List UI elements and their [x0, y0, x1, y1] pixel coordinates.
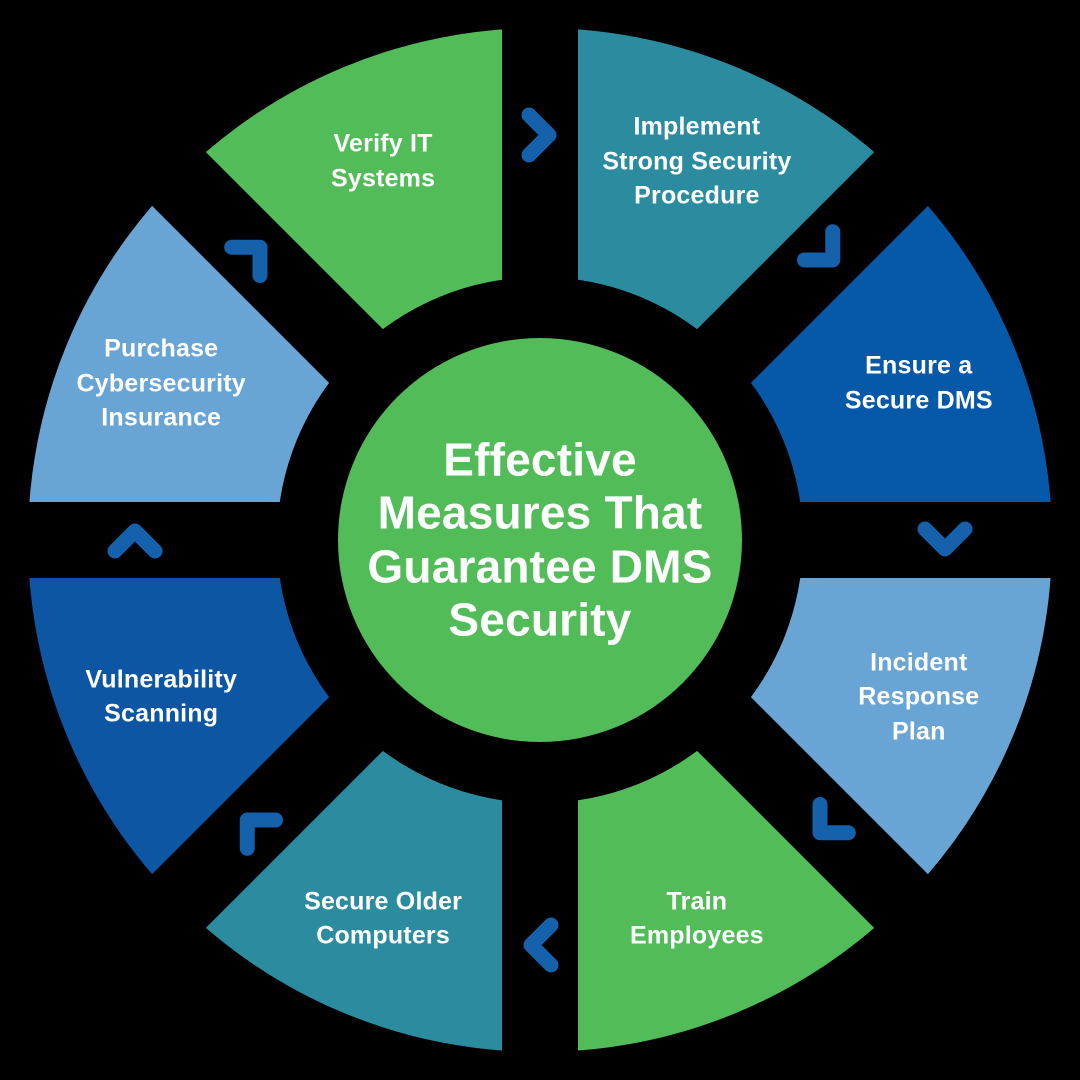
segment-secure-older-computers — [177, 725, 540, 1052]
segment-implement-strong-security-procedure — [540, 28, 903, 355]
clockwise-arrow-icon — [917, 521, 973, 557]
segment-ensure-a-secure-dms — [725, 177, 1052, 540]
segment-purchase-cybersecurity-insurance — [28, 177, 355, 540]
clockwise-arrow-icon — [521, 107, 557, 163]
clockwise-arrow-icon — [224, 239, 268, 284]
segment-verify-it-systems — [177, 28, 540, 355]
clockwise-arrow-icon — [239, 812, 284, 856]
segment-incident-response-plan — [725, 540, 1052, 903]
segment-gap — [770, 502, 1080, 578]
clockwise-arrow-icon — [812, 796, 856, 841]
segment-gap — [502, 770, 578, 1080]
segment-vulnerability-scanning — [28, 540, 355, 903]
segment-train-employees — [540, 725, 903, 1052]
segment-gap — [502, 0, 578, 310]
center-circle — [338, 338, 742, 742]
clockwise-arrow-icon — [523, 917, 559, 973]
segment-gap — [0, 502, 310, 578]
clockwise-arrow-icon — [796, 224, 841, 268]
clockwise-arrow-icon — [107, 523, 163, 559]
